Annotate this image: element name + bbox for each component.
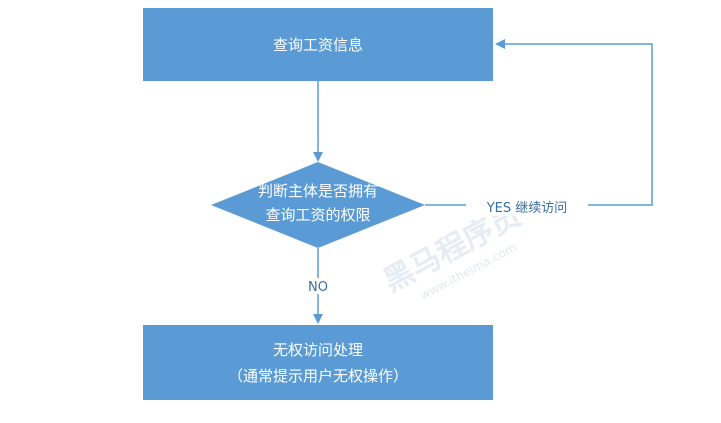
edge-no-label: NO	[308, 280, 328, 295]
node-deny-access-line2: （通常提示用户无权操作）	[228, 367, 408, 385]
node-query-salary-box	[143, 8, 493, 81]
node-deny-access: 无权访问处理 （通常提示用户无权操作）	[143, 325, 493, 400]
edge-no-label-bg	[303, 278, 333, 294]
edge-yes-label: YES 继续访问	[486, 201, 568, 216]
node-deny-access-box	[143, 325, 493, 400]
node-permission-check: 判断主体是否拥有 查询工资的权限	[211, 162, 425, 248]
node-deny-access-line1: 无权访问处理	[273, 341, 363, 359]
node-query-salary: 查询工资信息	[143, 8, 493, 81]
node-permission-check-line1: 判断主体是否拥有	[258, 182, 378, 200]
node-permission-check-line2: 查询工资的权限	[265, 206, 370, 224]
edge-yes-label-bg	[466, 198, 588, 216]
node-permission-check-diamond	[211, 162, 425, 248]
node-query-salary-label: 查询工资信息	[273, 36, 363, 54]
